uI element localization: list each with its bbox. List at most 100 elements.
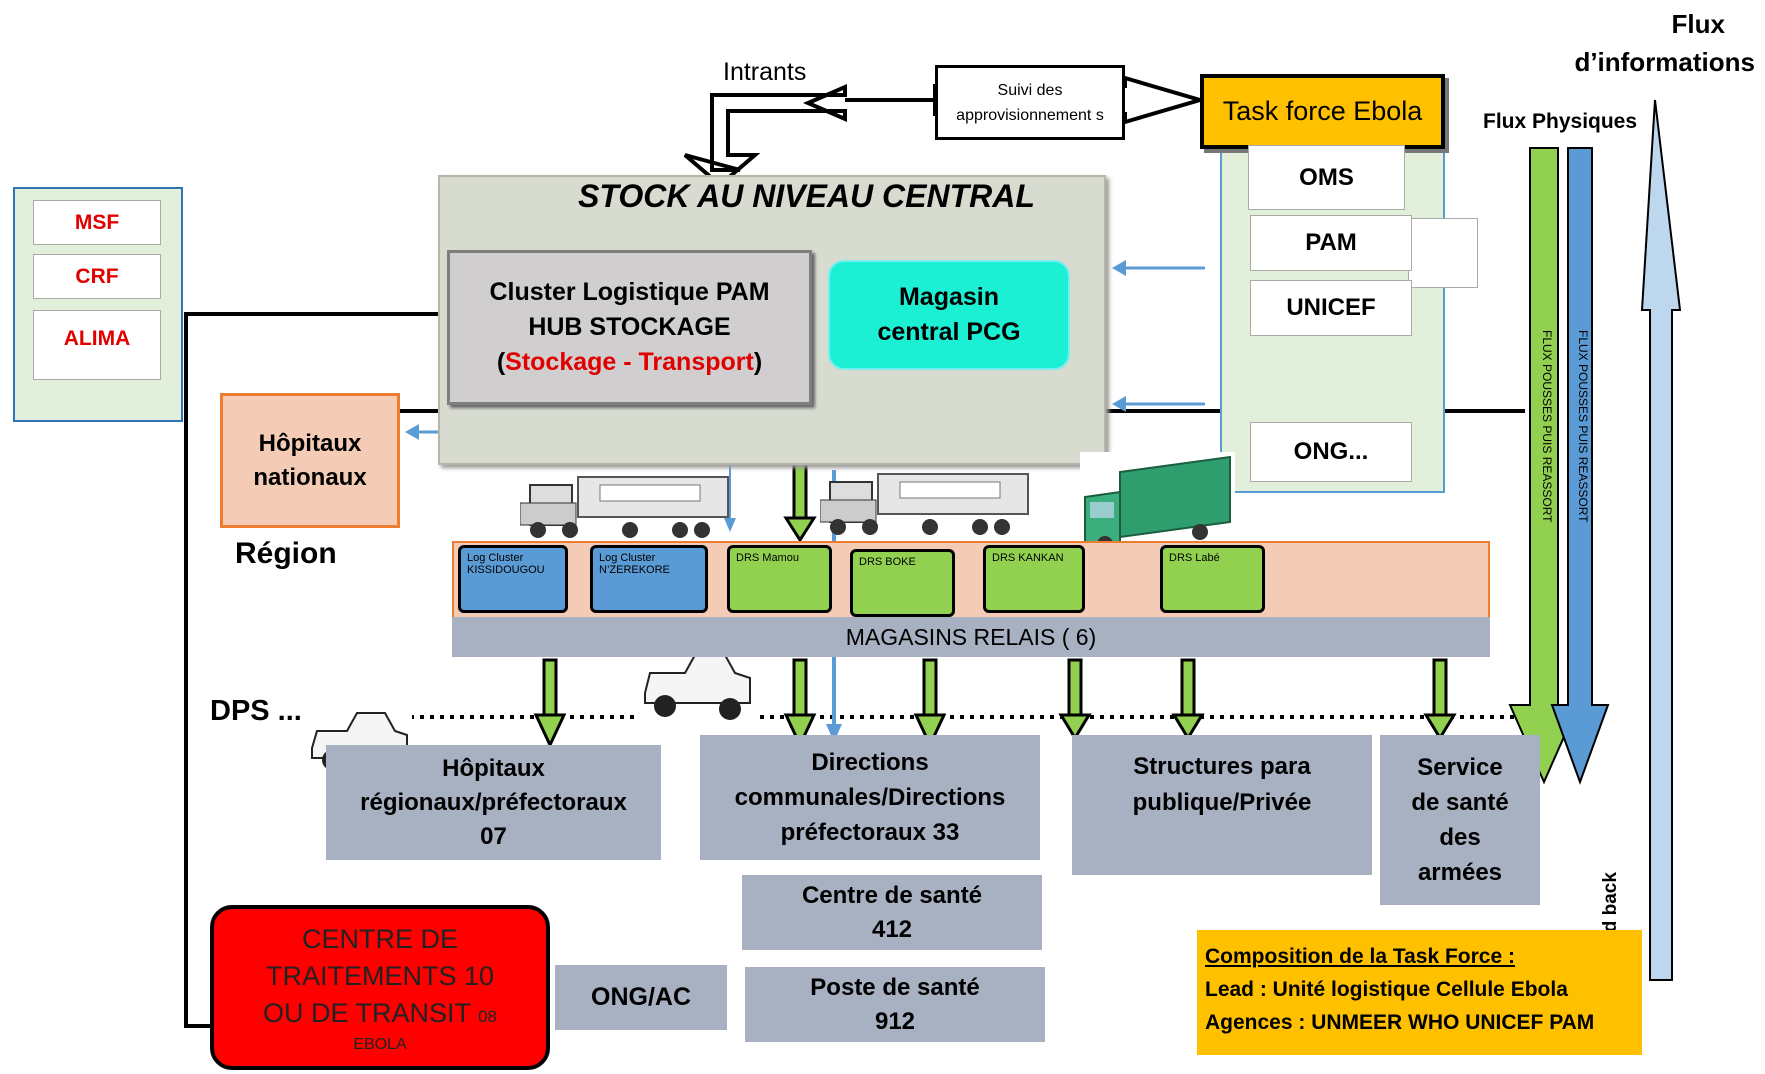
intrants-arrow xyxy=(683,83,847,188)
agency-ong: ONG... xyxy=(1250,422,1412,482)
relais-0-line2: KISSIDOUGOU xyxy=(467,564,545,576)
centre-sante-box: Centre de santé 412 xyxy=(742,875,1042,950)
relais-3-line1: DRS BOKE xyxy=(859,556,916,568)
cluster-highlight: Stockage - Transport xyxy=(505,348,754,376)
agency-unicef-label: UNICEF xyxy=(1286,294,1376,321)
agency-ong-label: ONG... xyxy=(1293,438,1369,465)
hopitaux-reg-line3: 07 xyxy=(480,822,507,850)
region-label: Région xyxy=(235,537,337,570)
traitement-line4: EBOLA xyxy=(353,1035,407,1053)
flux-info-line1: Flux xyxy=(1671,9,1725,39)
composition-box: Composition de la Task Force : Lead : Un… xyxy=(1197,930,1642,1055)
traitement-line1: CENTRE DE xyxy=(301,923,458,954)
relais-2-line1: DRS Mamou xyxy=(736,552,799,564)
suivi-label: Suivi des approvisionnement s xyxy=(956,81,1104,124)
magasins-relais-bar: MAGASINS RELAIS ( 6) xyxy=(452,617,1490,657)
hopitaux-regionaux-box: Hôpitaux régionaux/préfectoraux 07 xyxy=(326,745,661,860)
relais-5-line1: DRS Labé xyxy=(1169,552,1220,564)
hopitaux-reg-line2: régionaux/préfectoraux xyxy=(360,788,627,816)
directions-box: Directions communales/Directions préfect… xyxy=(700,735,1040,860)
ong-ac-box: ONG/AC xyxy=(555,965,727,1030)
service-armees-box: Service de santé des armées xyxy=(1380,735,1540,905)
ong-ac-label: ONG/AC xyxy=(591,983,691,1011)
centre-traitement-box: CENTRE DE TRAITEMENTS 10 OU DE TRANSIT 0… xyxy=(210,905,550,1070)
traitement-small: 08 xyxy=(478,1006,497,1026)
task-force-box: Task force Ebola xyxy=(1200,74,1445,149)
flux-pousses-green-label: FLUX POUSSES PUIS REASSORT xyxy=(1540,330,1554,523)
composition-agences: Agences : UNMEER WHO UNICEF PAM xyxy=(1205,1011,1595,1034)
hopitaux-reg-line1: Hôpitaux xyxy=(442,754,545,782)
cluster-open-paren: ( xyxy=(496,348,506,376)
green-flux-arrow xyxy=(1508,147,1580,785)
central-drs-arrow xyxy=(783,516,817,543)
ngo-msf: MSF xyxy=(33,200,161,245)
armees-line1: Service xyxy=(1417,754,1503,781)
relais-1-line1: Log Cluster xyxy=(599,552,656,564)
suivi-box: Suivi des approvisionnement s xyxy=(935,65,1125,140)
flux-pousses-blue-label: FLUX POUSSES PUIS REASSORT xyxy=(1576,330,1590,523)
cluster-close-paren: ) xyxy=(753,348,763,376)
cluster-line1: Cluster Logistique PAM xyxy=(489,278,770,306)
traitement-line3-wrap: OU DE TRANSIT 08 xyxy=(263,995,497,1035)
ngo-alima-label: ALIMA xyxy=(63,327,131,350)
ngo-crf-label: CRF xyxy=(75,264,119,288)
centre-sante-line1: Centre de santé xyxy=(801,881,983,909)
agency-pam: PAM xyxy=(1250,215,1412,271)
relais-drs-boke: DRS BOKE xyxy=(850,549,955,617)
magasin-line1: Magasin xyxy=(898,283,1000,311)
central-stock-title: STOCK AU NIVEAU CENTRAL xyxy=(578,178,1035,214)
magasin-central-box: Magasin central PCG xyxy=(828,260,1070,370)
structures-line1: Structures para xyxy=(1133,753,1311,780)
agency-oms-label: OMS xyxy=(1299,163,1354,191)
dps-label: DPS ... xyxy=(210,695,302,727)
ngo-msf-label: MSF xyxy=(74,210,120,234)
structures-box: Structures para publique/Privée xyxy=(1072,735,1372,875)
armees-line3: des xyxy=(1439,824,1481,851)
cluster-line2: HUB STOCKAGE xyxy=(528,313,731,341)
intrants-label: Intrants xyxy=(723,58,807,86)
structures-line2: publique/Privée xyxy=(1132,789,1312,816)
blue-flux-arrow xyxy=(1550,147,1610,785)
poste-sante-line1: Poste de santé xyxy=(810,973,980,1001)
relais-down-arrows xyxy=(533,658,1457,749)
relais-drs-kankan: DRS KANKAN xyxy=(983,545,1085,613)
hopitaux-nat-line1: Hôpitaux xyxy=(258,429,362,457)
directions-line1: Directions xyxy=(811,749,929,776)
relais-drs-labe: DRS Labé xyxy=(1160,545,1265,613)
task-force-label: Task force Ebola xyxy=(1222,96,1423,126)
poste-sante-box: Poste de santé 912 xyxy=(745,967,1045,1042)
traitement-line3: OU DE TRANSIT xyxy=(263,997,471,1028)
hopitaux-nat-line2: nationaux xyxy=(253,463,367,491)
composition-title: Composition de la Task Force : xyxy=(1205,945,1515,968)
agencies-side-box xyxy=(1408,218,1478,288)
flux-physiques-label: Flux Physiques xyxy=(1483,110,1638,133)
directions-line2: communales/Directions xyxy=(734,784,1006,811)
flux-info-line2: d’informations xyxy=(1574,47,1755,77)
hopitaux-nationaux-box: Hôpitaux nationaux xyxy=(220,393,400,528)
agency-unicef: UNICEF xyxy=(1250,280,1412,336)
green-truck-icon xyxy=(1080,452,1235,557)
truck-icon-2 xyxy=(820,473,1029,535)
armees-line4: armées xyxy=(1417,859,1503,886)
composition-lead: Lead : Unité logistique Cellule Ebola xyxy=(1205,978,1568,1001)
ngo-alima: ALIMA xyxy=(33,310,161,380)
traitement-line2: TRAITEMENTS 10 xyxy=(265,960,495,991)
magasins-relais-label: MAGASINS RELAIS ( 6) xyxy=(845,623,1097,650)
centre-sante-line2: 412 xyxy=(871,915,913,943)
directions-line3: préfectoraux 33 xyxy=(780,819,960,846)
relais-drs-mamou: DRS Mamou xyxy=(727,545,832,613)
agency-oms: OMS xyxy=(1248,145,1405,210)
relais-0-line1: Log Cluster xyxy=(467,552,524,564)
magasin-line2: central PCG xyxy=(877,318,1021,346)
cluster-line3: (Stockage - Transport) xyxy=(497,345,762,380)
poste-sante-line2: 912 xyxy=(874,1007,916,1035)
relais-1-line2: N’ZEREKORE xyxy=(599,564,670,576)
flux-info-title: Flux d’informations xyxy=(1545,5,1755,81)
relais-4-line1: DRS KANKAN xyxy=(992,552,1064,564)
pickup-icon-1 xyxy=(640,643,755,728)
ngo-crf: CRF xyxy=(33,254,161,299)
armees-line2: de santé xyxy=(1411,789,1509,816)
cluster-box: Cluster Logistique PAM HUB STOCKAGE (Sto… xyxy=(447,250,812,405)
